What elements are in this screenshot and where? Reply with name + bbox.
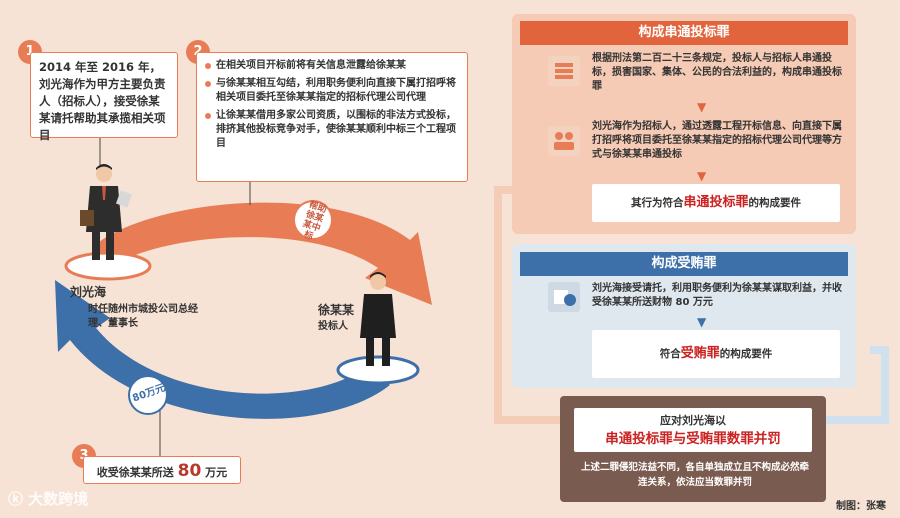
verdict-line2: 串通投标罪与受贿罪数罪并罚 [605, 431, 781, 447]
cycle-diagram [55, 138, 432, 456]
money-bag-icon [548, 282, 580, 312]
section2-conclusion: 符合受贿罪的构成要件 [592, 330, 840, 378]
section1-crime: 串通投标罪 [683, 195, 749, 210]
flow-connectors [494, 186, 889, 424]
watermark-logo-icon: ⓚ [8, 490, 24, 508]
law-book-icon [548, 56, 580, 86]
step-3-amount: 80 [177, 461, 202, 481]
watermark-text: 大数跨境 [28, 490, 89, 508]
liu-name: 刘光海 [70, 285, 107, 299]
step-2-bullet: 在相关项目开标前将有关信息泄露给徐某某 [205, 59, 459, 73]
xu-role: 投标人 [318, 321, 348, 332]
section1-conclusion-pre: 其行为符合 [630, 197, 684, 209]
section1-conclusion: 其行为符合串通投标罪的构成要件 [592, 184, 840, 222]
xu-figure [360, 272, 396, 366]
step-1-box: 2014 年至 2016 年，刘光海作为甲方主要负责人（招标人），接受徐某某请托… [30, 52, 178, 142]
section2-crime: 受贿罪 [680, 346, 720, 361]
section1-p2: 刘光海作为招标人，通过透露工程开标信息、向直接下属打招呼将项目委托至徐某某指定的… [592, 121, 842, 160]
verdict-box: 应对刘光海以 串通投标罪与受贿罪数罪并罚 [574, 408, 812, 452]
step-1-text: 2014 年至 2016 年，刘光海作为甲方主要负责人（招标人），接受徐某某请托… [39, 60, 166, 142]
blue-arc-arrow [55, 280, 390, 419]
step-2-box: 在相关项目开标前将有关信息泄露给徐某某 与徐某某相互勾结，利用职务便利向直接下属… [196, 52, 468, 182]
verdict-note: 上述二罪侵犯法益不同，各自单独成立且不构成必然牵连关系，依法应当数罪并罚 [580, 462, 809, 488]
liu-figure [80, 164, 133, 260]
section2-conclusion-pre: 符合 [659, 348, 681, 360]
section-bid-rigging-header: 构成串通投标罪 [520, 21, 848, 45]
step-2-bullet: 与徐某某相互勾结，利用职务便利向直接下属打招呼将相关项目委托至徐某某指定的招标代… [205, 77, 459, 105]
section2-conclusion-post: 的构成要件 [719, 348, 773, 360]
credit: 制图：张寒 [836, 501, 886, 512]
help-bid-badge [293, 200, 333, 240]
money-badge [128, 375, 168, 415]
liu-title: 时任随州市城投公司总经理、董事长 [88, 304, 198, 329]
step-3-text-pre: 收受徐某某所送 [96, 466, 178, 479]
step-3-box: 收受徐某某所送 80 万元 [83, 456, 241, 484]
down-arrow-icon: ▼ [697, 169, 707, 183]
down-arrow-icon: ▼ [697, 100, 707, 114]
verdict-line1: 应对刘光海以 [660, 414, 726, 427]
xu-platform [336, 355, 420, 385]
section1-conclusion-post: 的构成要件 [748, 197, 802, 209]
orange-arc-arrow [95, 202, 432, 305]
xu-name: 徐某某 [318, 303, 355, 317]
down-arrow-icon: ▼ [697, 315, 707, 329]
section-bribery-header: 构成受贿罪 [520, 252, 848, 276]
watermark: ⓚ 大数跨境 [8, 488, 88, 509]
step-2-bullet: 让徐某某借用多家公司资质，以围标的非法方式投标，排挤其他投标竞争对手，使徐某某顺… [205, 109, 459, 151]
handshake-icon [548, 126, 580, 156]
section1-p1: 根据刑法第二百二十三条规定，投标人与招标人串通投标，损害国家、集体、公民的合法利… [592, 53, 842, 92]
step-3-text-post: 万元 [201, 466, 228, 479]
section2-p1: 刘光海接受请托，利用职务便利为徐某某谋取利益，并收受徐某某所送财物 80 万元 [592, 283, 842, 308]
